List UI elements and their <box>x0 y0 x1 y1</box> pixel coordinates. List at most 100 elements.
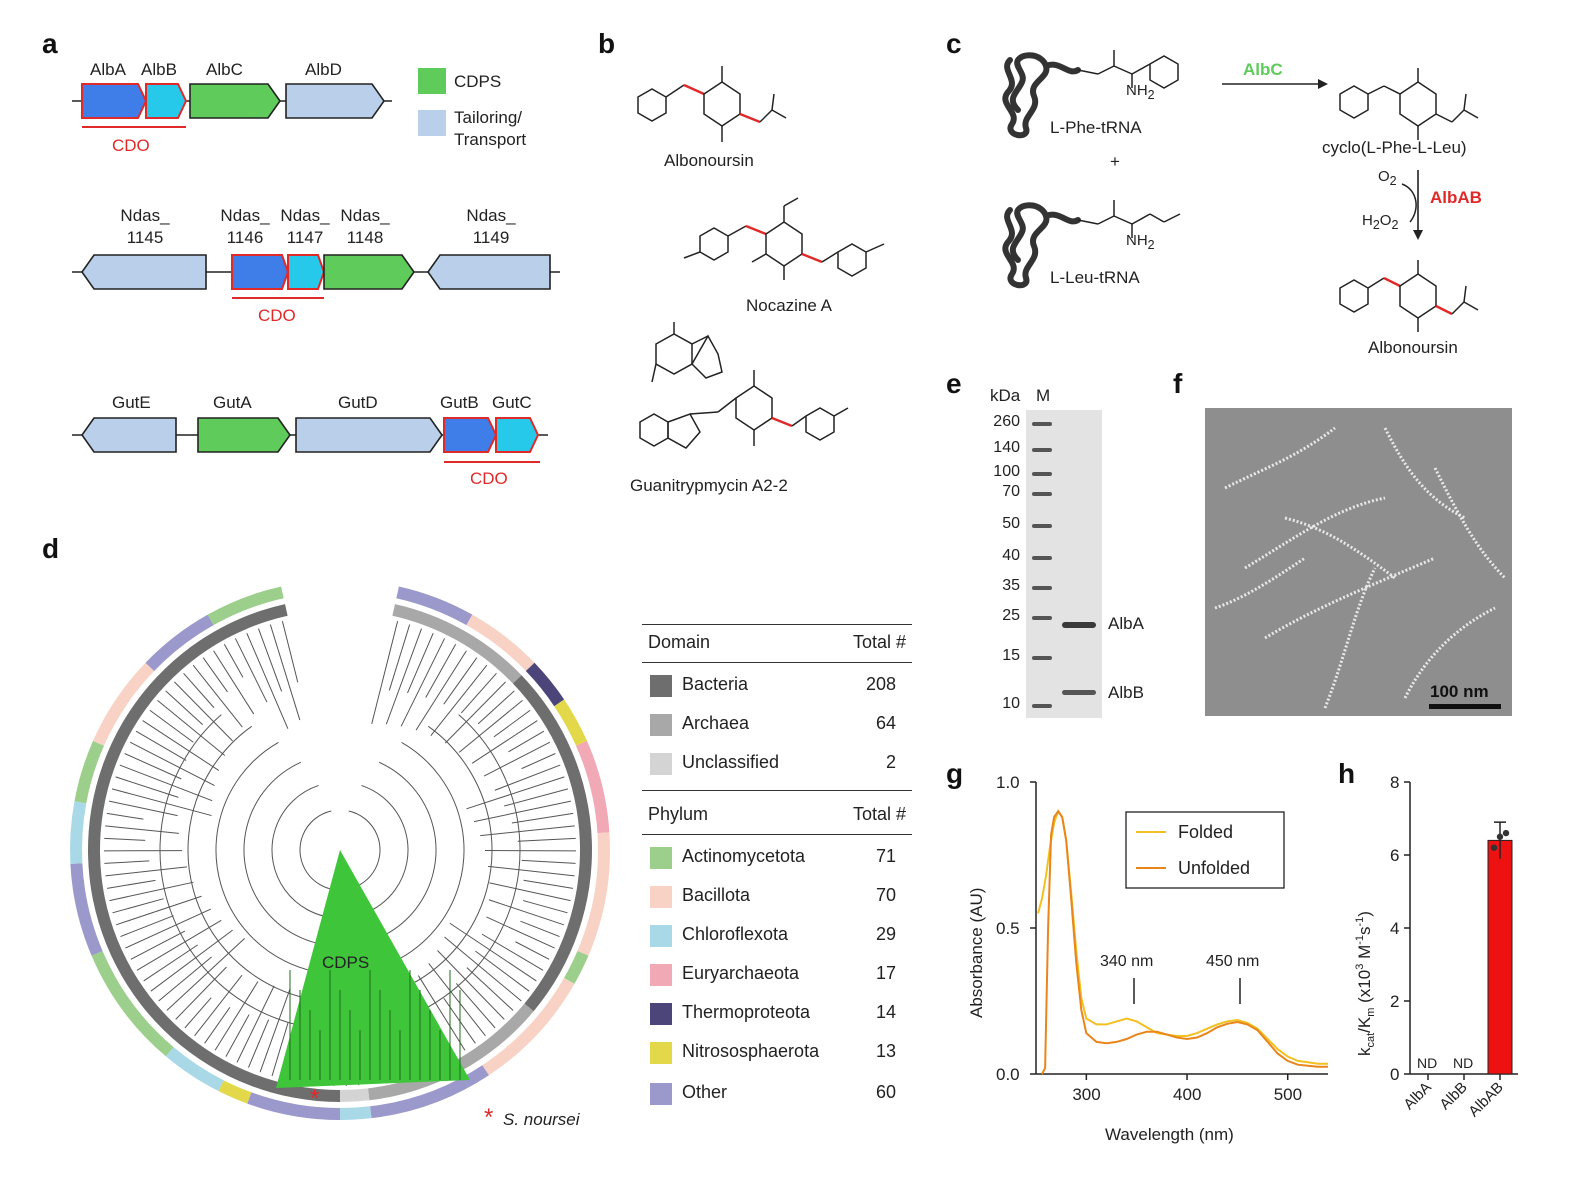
tree-branch <box>481 933 544 971</box>
fibril <box>1224 426 1336 490</box>
gel-ladder-label: 70 <box>1002 483 1020 500</box>
structure-nocazine-a <box>683 197 885 280</box>
x-axis-label: Wavelength (nm) <box>1105 1125 1234 1144</box>
cdo-label-2: CDO <box>258 306 296 325</box>
cdps-clade-label: CDPS <box>322 953 369 972</box>
phylum-ring-segment <box>466 614 535 672</box>
tree-branch <box>444 681 506 744</box>
tree-branch <box>523 879 573 889</box>
legend-swatch-tailoring <box>418 110 446 136</box>
tree-branch <box>460 672 497 714</box>
tree-branch <box>515 941 550 960</box>
h-y-tick-label: 6 <box>1390 846 1399 865</box>
tree-branch <box>437 950 505 1020</box>
tree-branch <box>520 920 560 938</box>
tree-branch <box>489 882 571 902</box>
gel-ladder-label: 10 <box>1002 695 1020 712</box>
compound-label-guanitrypmycin: Guanitrypmycin A2-2 <box>630 476 788 495</box>
em-micrograph <box>1205 408 1512 716</box>
fibril <box>1244 496 1386 570</box>
compound-label-nocazine: Nocazine A <box>746 296 832 315</box>
gene-label-ndas1145: Ndas_1145 <box>120 206 170 247</box>
phylum-ring-segment <box>74 740 104 804</box>
compound-label-albonoursin: Albonoursin <box>664 151 754 170</box>
tree-branch <box>109 800 178 817</box>
tree-branch <box>112 898 164 914</box>
gene-label-albD: AlbD <box>305 60 342 79</box>
fibril <box>1403 606 1496 699</box>
domain-header: Domain Total # <box>648 632 906 652</box>
tree-branch <box>135 730 187 761</box>
gel-ladder-band <box>1032 616 1052 620</box>
tree-branch <box>371 621 399 725</box>
gene-label-albA: AlbA <box>90 60 126 79</box>
tree-branch <box>225 1014 250 1057</box>
tree-branch <box>407 632 434 694</box>
tree-branch <box>466 776 565 810</box>
gene-ndas1145 <box>81 254 207 290</box>
tree-branch <box>523 900 568 914</box>
tree-branch <box>488 899 564 926</box>
species-label: S. noursei <box>503 1110 580 1129</box>
gene-label-albB: AlbB <box>141 60 177 79</box>
bar-albab <box>1487 839 1513 1075</box>
tree-branch <box>124 753 182 780</box>
panel-letter-d: d <box>42 533 60 564</box>
s-noursei-marker: * <box>310 1085 319 1112</box>
domain-ring-segment <box>340 1088 370 1102</box>
tree-branch <box>449 922 537 982</box>
y-tick-label: 1.0 <box>996 773 1020 792</box>
tree-branch <box>473 800 571 823</box>
gel-ladder-band <box>1032 704 1052 708</box>
gene-albD <box>285 83 385 119</box>
nh2-label-1: NH2 <box>1126 82 1155 102</box>
tree-branch <box>477 690 515 725</box>
panel-letter-a: a <box>42 28 58 59</box>
product-cyclo-label: cyclo(L-Phe-L-Leu) <box>1322 138 1467 157</box>
gel-ladder-band <box>1032 448 1052 452</box>
tree-branch <box>158 956 212 1002</box>
tree-branch <box>192 664 243 728</box>
tree-branch <box>247 1019 270 1068</box>
gel-band-albB <box>1062 690 1096 695</box>
tree-branch <box>104 837 146 841</box>
tree-branch <box>115 776 179 798</box>
gel-band-label-albB: AlbB <box>1108 683 1144 702</box>
gel-lane-label: M <box>1036 386 1051 405</box>
h2o2-label: H2O2 <box>1362 212 1399 232</box>
tree-branch <box>443 657 478 705</box>
tree-branch <box>466 967 514 1011</box>
gene-label-ndas1148: Ndas_1148 <box>340 206 390 247</box>
h-y-tick-label: 0 <box>1390 1065 1399 1084</box>
trna-leu-icon <box>1002 202 1081 289</box>
tree-branch <box>271 1022 289 1077</box>
tree-branch <box>493 709 531 738</box>
tree-branch <box>157 699 226 756</box>
tree-branch <box>517 837 576 842</box>
tree-branch <box>130 930 186 960</box>
gene-ndas1146 <box>231 254 290 290</box>
h-y-tick-label: 4 <box>1390 919 1399 938</box>
tree-branch <box>385 628 423 725</box>
y-axis-label: Absorbance (AU) <box>967 888 986 1018</box>
nd-label: ND <box>1453 1055 1473 1071</box>
gel-ladder-label: 35 <box>1002 577 1020 594</box>
tree-branch <box>428 963 486 1037</box>
phe-trna-label: L-Phe-tRNA <box>1050 118 1142 137</box>
tree-branch <box>150 929 233 992</box>
tree-branch <box>257 628 283 692</box>
gene-label-gutE: GutE <box>112 393 151 412</box>
data-point <box>1496 833 1504 840</box>
gene-label-gutC: GutC <box>492 393 532 412</box>
phylum-ring-segment <box>340 1106 372 1120</box>
tree-branch <box>109 881 194 902</box>
fibril <box>1383 427 1466 520</box>
fibril <box>1264 556 1436 640</box>
tree-branch <box>471 720 538 764</box>
gene-gutE <box>81 417 177 453</box>
